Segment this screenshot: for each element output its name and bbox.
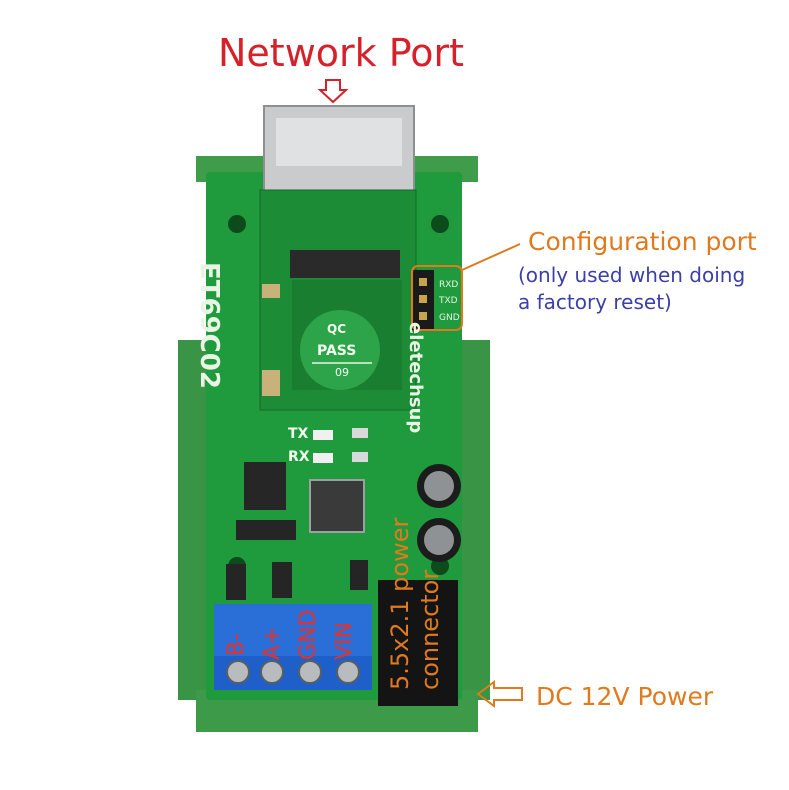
chip	[290, 250, 400, 278]
rs485-chip	[244, 462, 286, 510]
regulator	[309, 479, 365, 533]
board-model: ET69C02	[194, 262, 224, 389]
pin	[419, 278, 427, 286]
diode	[272, 562, 292, 598]
resistor	[352, 428, 368, 438]
terminal-block-top	[214, 604, 372, 656]
rx-led	[313, 453, 333, 463]
board-maker: eletechsup	[405, 322, 426, 434]
screw-icon	[298, 660, 322, 684]
config-callout-line	[461, 243, 521, 271]
dc-jack	[378, 580, 458, 706]
power-connector-label: connector	[416, 569, 444, 690]
screw-icon	[336, 660, 360, 684]
terminal-label-a: A+	[260, 626, 285, 660]
network-arrow-icon	[317, 79, 349, 104]
network-port-label: Network Port	[218, 31, 465, 75]
pin-label: RXD	[439, 280, 459, 290]
qc-pass-sticker	[300, 310, 380, 390]
dc-power-label: DC 12V Power	[536, 682, 714, 711]
diode	[226, 564, 246, 600]
screw-icon	[226, 660, 250, 684]
resistor	[352, 452, 368, 462]
pass-label: PASS	[317, 343, 357, 359]
qc-label: QC	[327, 322, 347, 336]
pin-label: TXD	[439, 296, 458, 306]
terminal-label-vin: VIN	[332, 622, 357, 660]
pin-label: GND	[439, 313, 460, 323]
config-port-note: (only used when doing	[518, 263, 746, 287]
mount-hole	[431, 215, 449, 233]
mount-hole	[228, 215, 246, 233]
rj45-face	[276, 118, 402, 166]
tx-led-label: TX	[288, 426, 309, 442]
dc-arrow-icon	[476, 680, 523, 708]
rx-led-label: RX	[288, 449, 310, 465]
qc-number: 09	[335, 366, 349, 379]
transistor	[350, 560, 368, 590]
component	[262, 284, 280, 298]
capacitor-top	[424, 471, 454, 501]
config-port-note: a factory reset)	[518, 290, 672, 314]
capacitor-top	[424, 525, 454, 555]
config-highlight	[411, 265, 463, 331]
pin	[419, 295, 427, 303]
terminal-label-gnd: GND	[296, 609, 321, 660]
tx-led	[313, 430, 333, 440]
diode	[236, 520, 296, 540]
pin	[419, 312, 427, 320]
terminal-label-b: B-	[224, 632, 249, 656]
component	[262, 370, 280, 396]
config-port-label: Configuration port	[528, 227, 757, 256]
screw-icon	[260, 660, 284, 684]
power-connector-size: 5.5x2.1 power	[386, 517, 414, 690]
